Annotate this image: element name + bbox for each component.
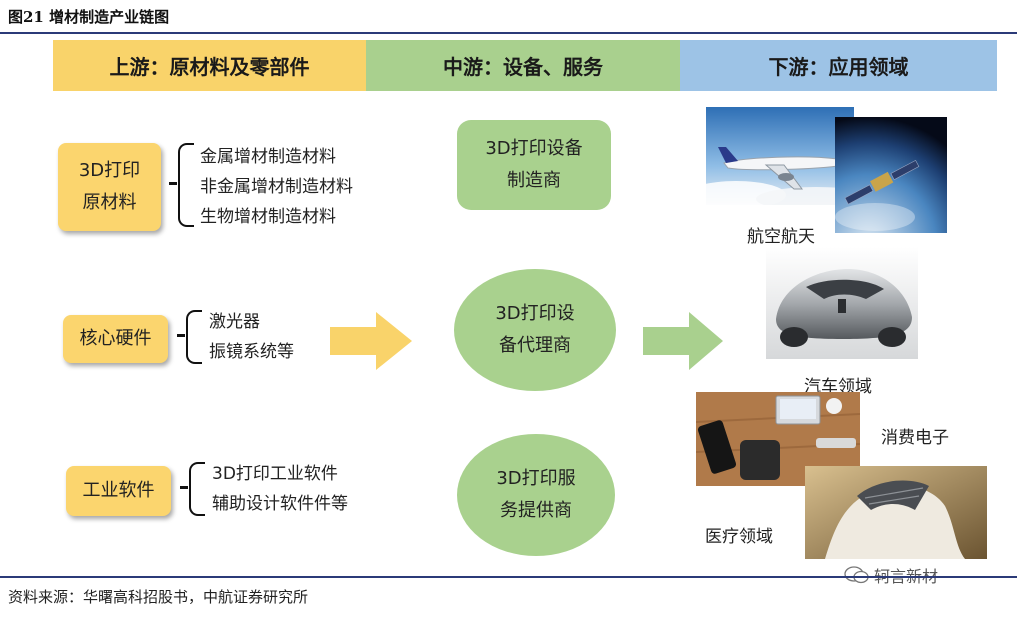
list-item: 金属增材制造材料 [200,147,336,167]
arrow-upstream-to-midstream [330,312,412,370]
materials-box-line-1: 3D打印 [78,160,141,181]
software-list: 3D打印工业软件 辅助设计软件件等 [212,459,348,519]
software-box: 工业软件 [66,466,171,516]
manufacturer-box: 3D打印设备 制造商 [457,120,611,210]
list-item: 3D打印工业软件 [212,464,338,484]
wechat-icon [844,566,869,584]
source-note: 资料来源：华曙高科招股书，中航证券研究所 [8,588,309,606]
service-ellipse: 3D打印服 务提供商 [457,434,615,556]
manufacturer-line-1: 3D打印设备 [485,138,583,159]
medical-photo [805,466,987,559]
hardware-list: 激光器 振镜系统等 [209,307,294,367]
list-item: 辅助设计软件件等 [212,494,348,514]
band-midstream: 中游：设备、服务 [366,40,680,91]
label-medical: 医疗领域 [705,527,773,547]
hardware-brace-tick [177,334,185,337]
list-item: 激光器 [209,312,260,332]
software-box-label: 工业软件 [82,480,155,501]
materials-box: 3D打印 原材料 [58,143,161,231]
arrow-midstream-to-downstream [643,312,723,370]
software-brace [189,462,205,516]
agent-line-2: 备代理商 [499,335,571,356]
figure-title: 图21 增材制造产业链图 [8,8,170,26]
watermark-text: 轲言新材 [874,567,939,586]
satellite-photo [835,117,947,233]
hardware-box: 核心硬件 [63,315,168,363]
list-item: 非金属增材制造材料 [200,177,353,197]
electronics-photo [696,392,860,486]
materials-brace [178,143,194,227]
software-brace-tick [180,486,188,489]
agent-ellipse: 3D打印设 备代理商 [454,269,616,391]
bottom-rule [0,576,1017,578]
hardware-box-label: 核心硬件 [79,328,152,349]
car-photo [766,247,918,359]
label-consumer-electronics: 消费电子 [881,428,949,448]
list-item: 振镜系统等 [209,342,294,362]
band-upstream: 上游：原材料及零部件 [53,40,366,91]
list-item: 生物增材制造材料 [200,207,336,227]
materials-list: 金属增材制造材料 非金属增材制造材料 生物增材制造材料 [200,142,353,232]
agent-line-1: 3D打印设 [495,303,575,324]
service-line-2: 务提供商 [500,500,572,521]
hardware-brace [186,310,202,364]
service-line-1: 3D打印服 [496,468,576,489]
top-rule [0,32,1017,34]
watermark: 轲言新材 [844,563,938,587]
manufacturer-line-2: 制造商 [507,170,561,191]
materials-box-line-2: 原材料 [82,192,137,213]
label-aerospace: 航空航天 [747,227,815,247]
airplane-photo [706,107,854,205]
band-downstream: 下游：应用领域 [680,40,997,91]
materials-brace-tick [169,182,177,185]
